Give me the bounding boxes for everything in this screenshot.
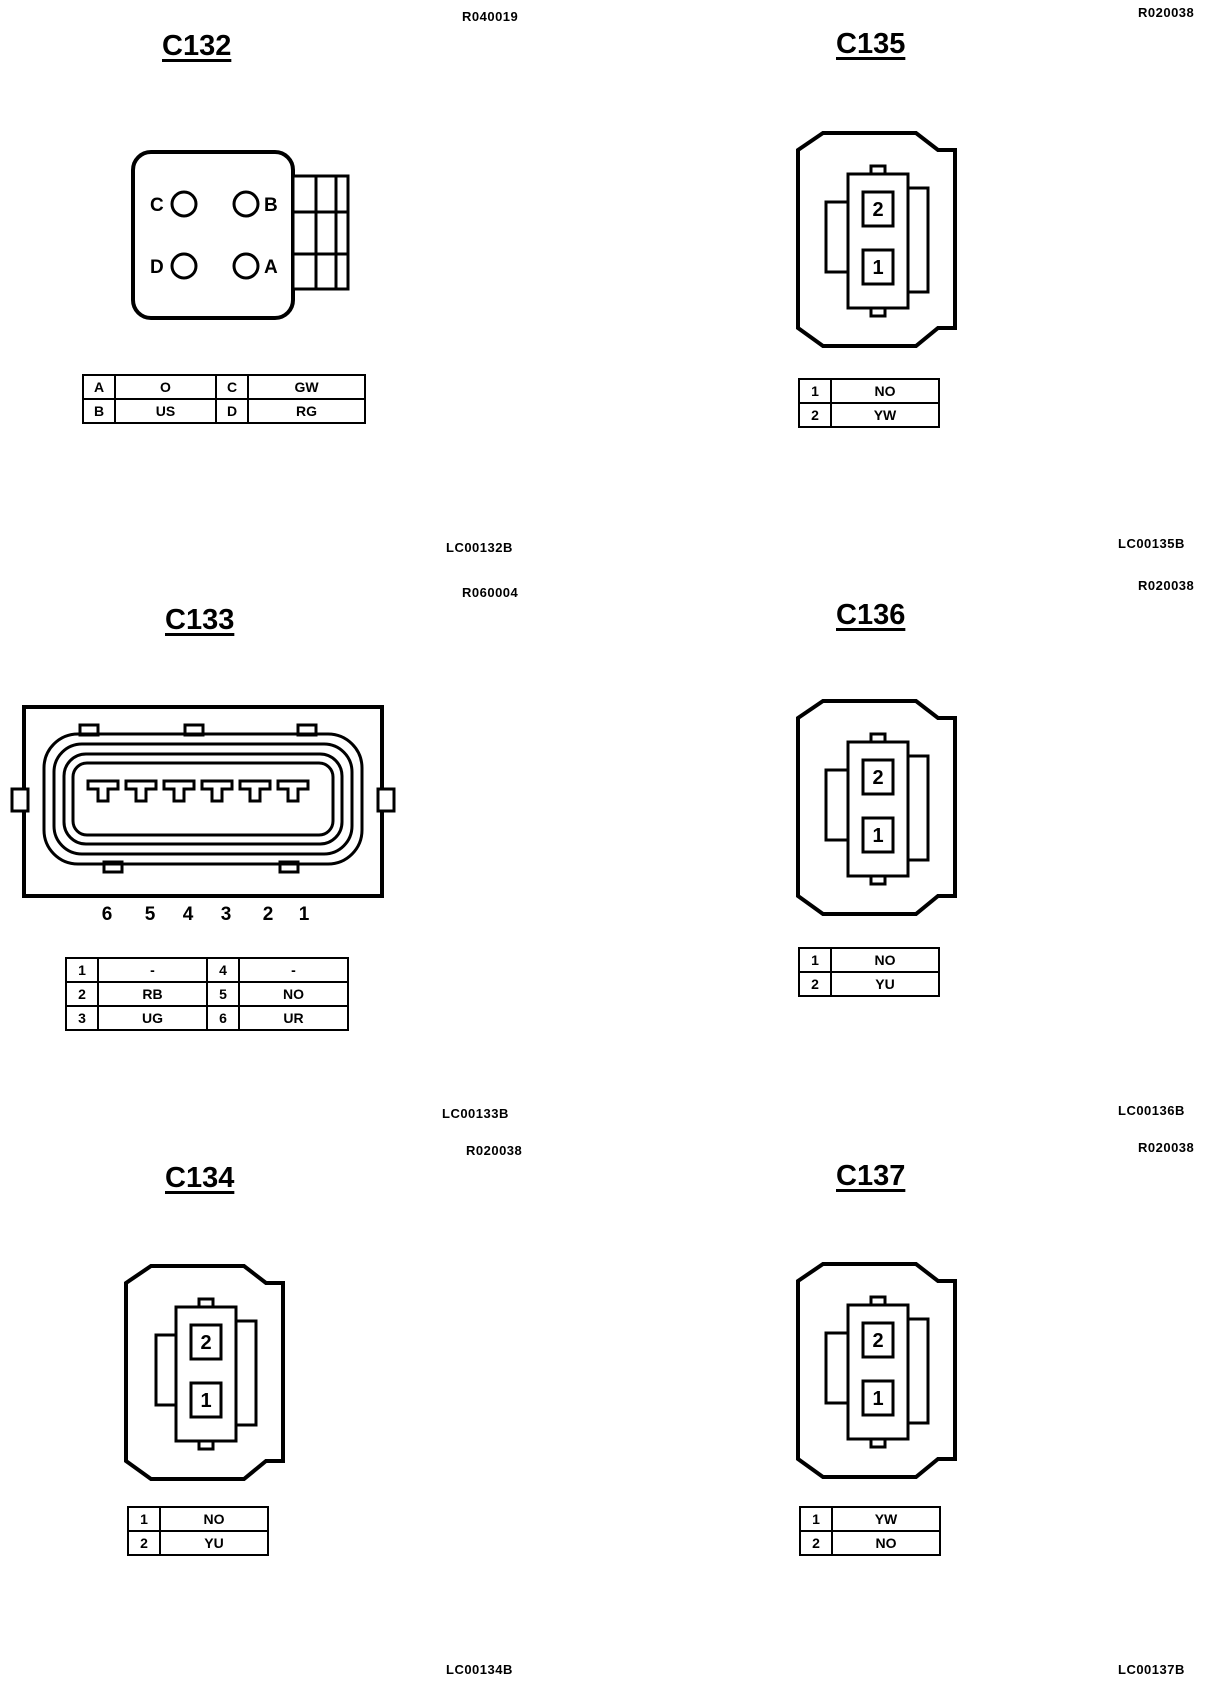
connector-face-6-pin: 6 5 4 3 2 1 [10, 705, 396, 925]
pin-label-2: 2 [872, 1330, 883, 1352]
connector-title: C133 [165, 604, 235, 636]
reference-code-bottom: LC00133B [442, 1106, 509, 1121]
pin-label-1: 1 [200, 1390, 211, 1412]
connector-panel-c132: R040019 C132 C B D A A O C GW B US D RG … [0, 0, 608, 561]
pin-label-a: A [264, 257, 278, 278]
connector-title: C135 [836, 28, 906, 60]
pin-label-c: C [150, 195, 164, 216]
table-row: 1 YW [799, 1506, 941, 1532]
reference-code-top: R060004 [462, 585, 519, 600]
connector-panel-c134: R020038 C134 2 1 1 NO 2 YU LC00134B [0, 1122, 608, 1683]
table-row: 1 NO [127, 1506, 269, 1532]
connector-face-2-pin: 2 1 [124, 1264, 285, 1481]
reference-code-top: R020038 [466, 1143, 523, 1158]
pin-label-2: 2 [200, 1332, 211, 1354]
table-row: 2 YW [798, 402, 940, 428]
connector-panel-c137: R020038 C137 2 1 1 YW 2 NO LC00137B [608, 1122, 1216, 1683]
reference-code-top: R020038 [1138, 5, 1195, 20]
pin-label-2: 2 [263, 904, 274, 925]
reference-code-top: R020038 [1138, 578, 1195, 593]
connector-face-4-pin: C B D A [131, 150, 350, 320]
pin-label-1: 1 [872, 825, 883, 847]
pin-label-b: B [264, 195, 278, 216]
connector-face-2-pin: 2 1 [796, 699, 957, 916]
connector-title: C132 [162, 30, 232, 62]
pin-label-1: 1 [872, 1388, 883, 1410]
reference-code-top: R020038 [1138, 1140, 1195, 1155]
pin-label-d: D [150, 257, 164, 278]
connector-panel-c136: R020038 C136 2 1 1 NO 2 YU LC00136B [608, 561, 1216, 1122]
reference-code-bottom: LC00135B [1118, 536, 1185, 551]
reference-code-bottom: LC00137B [1118, 1662, 1185, 1677]
pin-wire-table: 1 YW 2 NO [799, 1506, 941, 1556]
pin-wire-table: A O C GW B US D RG [82, 374, 366, 424]
reference-code-bottom: LC00132B [446, 540, 513, 555]
pin-label-5: 5 [145, 904, 156, 925]
connector-title: C134 [165, 1162, 235, 1194]
table-row: 2 YU [798, 971, 940, 997]
pin-wire-table: 1 NO 2 YU [798, 947, 940, 997]
table-row: 1 NO [798, 378, 940, 404]
pin-label-4: 4 [183, 904, 194, 925]
pin-label-1: 1 [872, 257, 883, 279]
table-row: A O C GW [82, 374, 366, 400]
table-row: 3 UG 6 UR [65, 1005, 349, 1031]
reference-code-top: R040019 [462, 9, 519, 24]
connector-panel-c135: R020038 C135 2 1 1 NO 2 YW LC00135B [608, 0, 1216, 561]
pin-label-3: 3 [221, 904, 232, 925]
connector-title: C137 [836, 1160, 906, 1192]
connector-face-2-pin: 2 1 [796, 131, 957, 348]
reference-code-bottom: LC00134B [446, 1662, 513, 1677]
connector-panel-c133: R060004 C133 6 5 4 3 2 1 1 - 4 [0, 561, 608, 1122]
pin-wire-table: 1 - 4 - 2 RB 5 NO 3 UG 6 UR [65, 957, 349, 1031]
pin-label-2: 2 [872, 767, 883, 789]
pin-wire-table: 1 NO 2 YU [127, 1506, 269, 1556]
pin-label-1: 1 [299, 904, 310, 925]
table-row: 2 YU [127, 1530, 269, 1556]
table-row: B US D RG [82, 398, 366, 424]
connector-face-2-pin: 2 1 [796, 1262, 957, 1479]
pin-label-2: 2 [872, 199, 883, 221]
table-row: 2 RB 5 NO [65, 981, 349, 1007]
connector-title: C136 [836, 599, 906, 631]
table-row: 2 NO [799, 1530, 941, 1556]
pin-wire-table: 1 NO 2 YW [798, 378, 940, 428]
table-row: 1 - 4 - [65, 957, 349, 983]
reference-code-bottom: LC00136B [1118, 1103, 1185, 1118]
table-row: 1 NO [798, 947, 940, 973]
pin-label-6: 6 [102, 904, 113, 925]
